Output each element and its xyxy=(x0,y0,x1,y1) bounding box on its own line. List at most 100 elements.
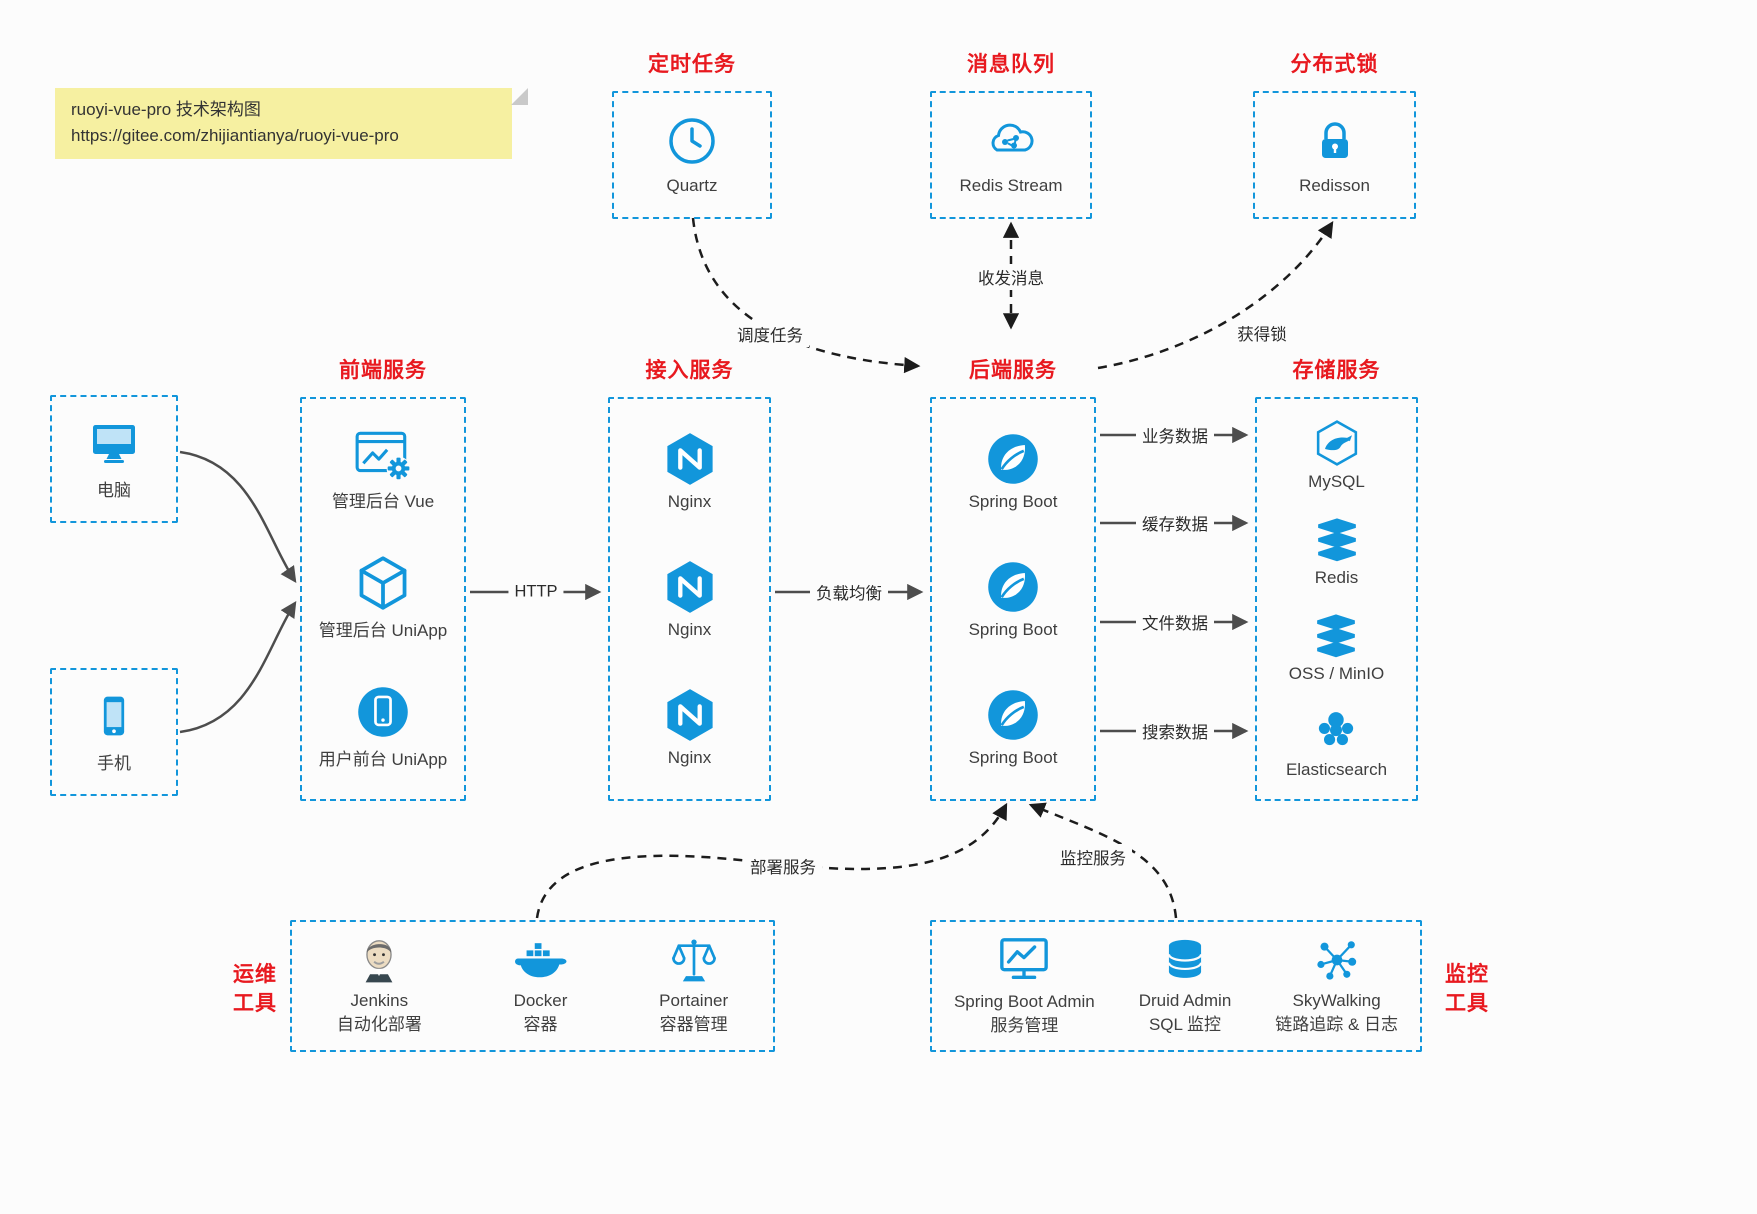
edge-acquire-lock xyxy=(1097,220,1334,370)
storage-column: 存储服务 MySQL Redis xyxy=(1255,354,1418,801)
service-quartz: 定时任务 Quartz xyxy=(612,48,772,219)
node-mysql: MySQL xyxy=(1308,419,1365,492)
tool-docker-desc: 容器 xyxy=(523,1015,558,1034)
tool-docker: Docker 容器 xyxy=(512,935,570,1037)
node-redis-label: Redis xyxy=(1314,567,1359,587)
backend-column: 后端服务 Spring Boot Spring Boot Spring Boot xyxy=(930,354,1096,801)
frontend-title: 前端服务 xyxy=(339,359,427,382)
tool-springboot-admin-desc: 服务管理 xyxy=(990,1016,1059,1035)
lock-icon xyxy=(1309,115,1361,167)
storage-box: MySQL Redis OSS / MinIO Elasticsearch xyxy=(1255,397,1418,801)
node-mysql-label: MySQL xyxy=(1308,471,1365,491)
desktop-icon xyxy=(87,418,141,468)
client-pc-box: 电脑 xyxy=(50,395,178,523)
service-quartz-title: 定时任务 xyxy=(648,53,736,76)
monitor-side-label-line2: 工具 xyxy=(1445,992,1489,1016)
node-admin-vue-label: 管理后台 Vue xyxy=(331,492,435,512)
service-redisson-box: Redisson xyxy=(1253,91,1416,219)
ops-tools-group: Jenkins 自动化部署 Docker 容器 xyxy=(290,920,775,1052)
nginx-icon xyxy=(662,687,718,743)
tool-druid-desc: SQL 监控 xyxy=(1148,1015,1222,1034)
portainer-scales-icon xyxy=(668,935,720,985)
node-user-uniapp-label: 用户前台 UniApp xyxy=(318,749,448,769)
ops-tools-box: Jenkins 自动化部署 Docker 容器 xyxy=(290,920,775,1052)
tool-skywalking: SkyWalking 链路追踪 & 日志 xyxy=(1275,935,1398,1037)
spring-leaf-icon xyxy=(985,431,1041,487)
frontend-column: 前端服务 xyxy=(300,354,466,801)
edge-label-send-receive-msg: 收发消息 xyxy=(972,264,1050,290)
ops-side-label-line2: 工具 xyxy=(233,992,277,1016)
edge-label-search-data: 搜索数据 xyxy=(1136,718,1214,744)
spring-leaf-icon xyxy=(985,559,1041,615)
redis-stack-icon xyxy=(1313,515,1361,563)
tool-portainer-name: Portainer xyxy=(659,991,729,1011)
spring-leaf-icon xyxy=(985,687,1041,743)
service-redisson: 分布式锁 Redisson xyxy=(1253,48,1416,219)
node-user-uniapp: 用户前台 UniApp xyxy=(319,684,447,770)
node-oss-minio: OSS / MinIO xyxy=(1289,611,1384,684)
edge-label-schedule-task: 调度任务 xyxy=(731,321,809,347)
gateway-column: 接入服务 Nginx Nginx Nginx xyxy=(608,354,771,801)
tool-jenkins-name: Jenkins xyxy=(350,991,409,1011)
ops-side-label-line1: 运维 xyxy=(233,963,277,986)
monitor-tools-group: Spring Boot Admin 服务管理 Druid Admin SQL 监… xyxy=(930,920,1422,1052)
service-redisson-title: 分布式锁 xyxy=(1290,53,1379,76)
service-redis-stream-box: Redis Stream xyxy=(930,91,1092,219)
monitor-side-label: 监控 工具 xyxy=(1438,960,1496,1019)
service-redis-stream: 消息队列 Redis Stream xyxy=(930,48,1092,219)
node-springboot-2-label: Spring Boot xyxy=(968,619,1058,639)
node-nginx-3: Nginx xyxy=(662,687,718,768)
docker-whale-icon xyxy=(512,935,570,985)
node-springboot-1: Spring Boot xyxy=(968,431,1058,512)
node-springboot-3-label: Spring Boot xyxy=(968,747,1058,767)
nginx-icon xyxy=(662,431,718,487)
node-oss-minio-label: OSS / MinIO xyxy=(1288,663,1385,683)
service-redis-stream-label: Redis Stream xyxy=(959,175,1063,195)
tool-druid: Druid Admin SQL 监控 xyxy=(1138,935,1232,1037)
uniapp-cube-icon xyxy=(355,555,411,611)
node-springboot-1-label: Spring Boot xyxy=(968,491,1058,511)
storage-title: 存储服务 xyxy=(1292,359,1381,382)
frontend-box: 管理后台 Vue 管理后台 UniApp xyxy=(300,397,466,801)
nginx-icon xyxy=(662,559,718,615)
backend-title: 后端服务 xyxy=(969,359,1057,382)
node-nginx-1-label: Nginx xyxy=(667,491,712,511)
tool-jenkins: Jenkins 自动化部署 xyxy=(337,935,422,1037)
oss-stack-icon xyxy=(1312,611,1360,659)
service-quartz-label: Quartz xyxy=(666,175,718,195)
edge-label-deploy-service: 部署服务 xyxy=(744,853,822,879)
edge-label-http: HTTP xyxy=(508,581,564,603)
node-nginx-2-label: Nginx xyxy=(667,619,712,639)
node-nginx-1: Nginx xyxy=(662,431,718,512)
client-phone-box: 手机 xyxy=(50,668,178,796)
edge-label-business-data: 业务数据 xyxy=(1136,422,1214,448)
node-admin-vue: 管理后台 Vue xyxy=(332,428,434,512)
service-redisson-label: Redisson xyxy=(1299,175,1370,195)
node-redis: Redis xyxy=(1313,515,1361,588)
edge-label-monitor-service: 监控服务 xyxy=(1054,844,1132,870)
client-phone-label: 手机 xyxy=(97,753,131,773)
note-title: ruoyi-vue-pro 技术架构图 xyxy=(71,100,261,119)
backend-box: Spring Boot Spring Boot Spring Boot xyxy=(930,397,1096,801)
edge-pc-to-frontend xyxy=(179,450,297,584)
node-springboot-2: Spring Boot xyxy=(968,559,1058,640)
skywalking-graph-icon xyxy=(1312,935,1362,985)
tool-druid-name: Druid Admin xyxy=(1138,991,1232,1011)
client-pc-label: 电脑 xyxy=(97,480,131,500)
note: ruoyi-vue-pro 技术架构图 https://gitee.com/zh… xyxy=(55,88,528,159)
user-app-circle-icon xyxy=(355,684,411,740)
edge-label-acquire-lock: 获得锁 xyxy=(1231,320,1293,346)
node-elasticsearch: Elasticsearch xyxy=(1286,707,1387,780)
tool-skywalking-name: SkyWalking xyxy=(1292,991,1381,1011)
clock-icon xyxy=(666,115,718,167)
tool-springboot-admin: Spring Boot Admin 服务管理 xyxy=(954,934,1095,1038)
service-redis-stream-title: 消息队列 xyxy=(967,53,1055,76)
node-springboot-3: Spring Boot xyxy=(968,687,1058,768)
mysql-icon xyxy=(1312,419,1362,467)
druid-database-icon xyxy=(1160,935,1210,985)
ops-side-label: 运维 工具 xyxy=(226,960,284,1019)
tool-portainer-desc: 容器管理 xyxy=(659,1015,728,1034)
tool-portainer: Portainer 容器管理 xyxy=(659,935,728,1037)
cloud-network-icon xyxy=(984,115,1038,167)
